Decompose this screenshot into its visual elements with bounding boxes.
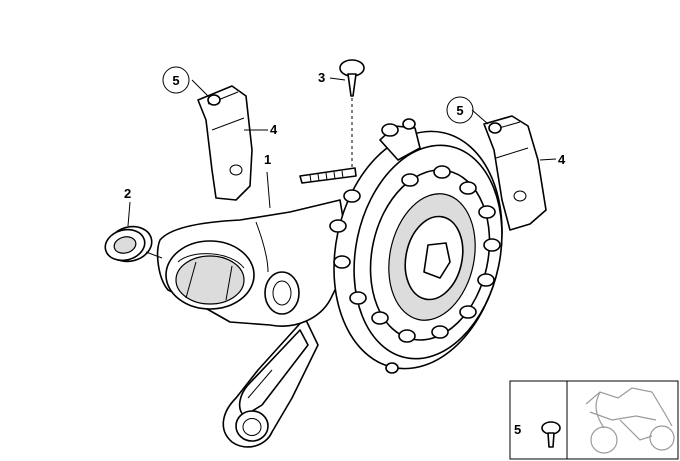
callout-2: 2	[124, 186, 131, 201]
cover-left	[197, 85, 253, 201]
screw	[339, 59, 365, 97]
motorcycle-icon	[585, 387, 675, 454]
svg-text:2: 2	[124, 186, 131, 201]
cover-right	[483, 115, 547, 231]
svg-text:5: 5	[172, 73, 179, 88]
callout-5-right: 5	[446, 96, 474, 124]
inset-panel: 5	[509, 380, 679, 460]
svg-text:4: 4	[558, 152, 566, 167]
svg-text:4: 4	[270, 122, 278, 137]
callout-4-left: 4	[270, 122, 278, 137]
callout-3: 3	[318, 70, 325, 85]
inset-callout-5: 5	[514, 422, 521, 437]
leader-lines	[127, 77, 557, 259]
screw-icon	[541, 421, 561, 448]
svg-text:1: 1	[264, 152, 271, 167]
svg-text:3: 3	[318, 70, 325, 85]
callout-5-left: 5	[162, 66, 190, 94]
callout-4-right: 4	[558, 152, 566, 167]
seal-ring	[104, 225, 153, 263]
swingarm-housing	[156, 167, 357, 448]
callout-1: 1	[264, 152, 271, 167]
flange-bolts	[329, 165, 501, 374]
svg-text:5: 5	[456, 103, 463, 118]
